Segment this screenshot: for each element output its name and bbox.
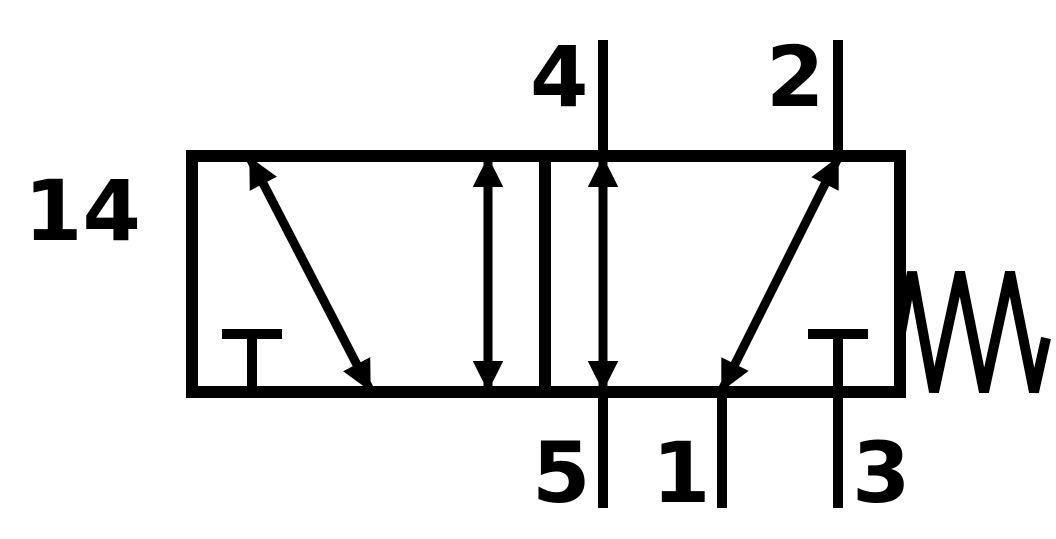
port-5-label: 5 — [532, 424, 590, 522]
right-blocked-port-symbol — [808, 329, 868, 390]
return-spring-symbol — [895, 270, 1051, 394]
port-4-label: 4 — [530, 28, 588, 126]
right-diagonal-flow-arrow — [717, 155, 843, 393]
left-diagonal-flow-arrow — [246, 155, 374, 393]
left-blocked-port-symbol — [222, 329, 282, 390]
port-1-label: 1 — [652, 424, 710, 522]
port-3-label: 3 — [852, 424, 910, 522]
pilot-port-label: 14 — [24, 162, 141, 260]
right-position-box — [539, 150, 906, 398]
port-2-label: 2 — [766, 28, 824, 126]
